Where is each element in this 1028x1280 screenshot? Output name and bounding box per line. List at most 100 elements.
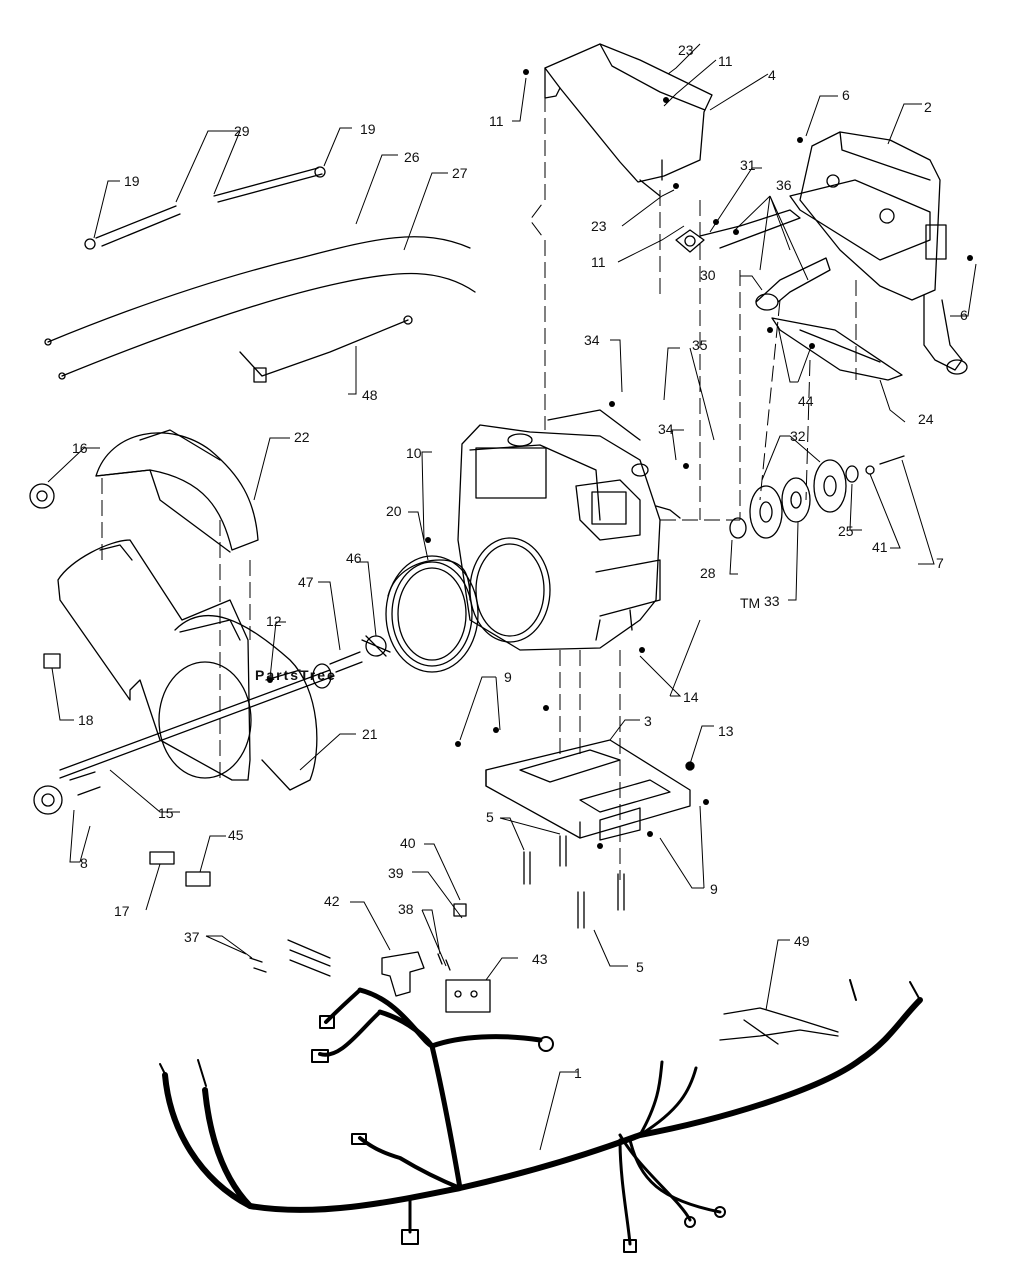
callout-7: 7: [936, 555, 944, 571]
callout-48: 48: [362, 387, 378, 403]
part-38-terminal: [437, 953, 451, 971]
callout-37: 37: [184, 929, 200, 945]
callout-labels: 11 23 11 4 6 2 6 23 11 31 36 30 34 35 44…: [72, 42, 968, 1081]
part-33-pulley: [781, 477, 811, 523]
callout-41: 41: [872, 539, 888, 555]
callout-18: 18: [78, 712, 94, 728]
callout-15: 15: [158, 805, 174, 821]
callout-1: 1: [574, 1065, 582, 1081]
callout-38: 38: [398, 901, 414, 917]
part-4-upper-shroud: [544, 43, 713, 197]
callout-13: 13: [718, 723, 734, 739]
part-15-shaft: [59, 669, 335, 779]
part-29-tube: [84, 166, 326, 250]
callout-24: 24: [918, 411, 934, 427]
part-1-wiring-harness: [159, 979, 923, 1253]
part-20-flywheel-screen: [385, 555, 479, 673]
callout-33: 33: [764, 593, 780, 609]
callout-25: 25: [838, 523, 854, 539]
callout-32: 32: [790, 428, 806, 444]
watermark-text: PartsTree: [255, 667, 337, 683]
callout-10: 10: [406, 445, 422, 461]
callout-23-a: 23: [678, 42, 694, 58]
part-2-muffler-cover: [789, 131, 968, 375]
part-27-cable: [58, 272, 476, 380]
callout-20: 20: [386, 503, 402, 519]
part-47-bolts: [329, 651, 363, 673]
callout-47: 47: [298, 574, 314, 590]
part-8-pulley: [33, 771, 101, 815]
callout-23-b: 23: [591, 218, 607, 234]
part-30-gasket: [755, 257, 831, 311]
callout-36: 36: [776, 177, 792, 193]
watermark-trademark: TM: [740, 595, 760, 611]
callout-35: 35: [692, 337, 708, 353]
callout-34-b: 34: [658, 421, 674, 437]
callout-5-b: 5: [636, 959, 644, 975]
callout-26: 26: [404, 149, 420, 165]
part-24-heat-shield: [771, 317, 903, 381]
callout-6-a: 6: [842, 87, 850, 103]
part-16-knob: [29, 483, 55, 509]
callout-11-b: 11: [718, 53, 733, 69]
callout-11-a: 11: [489, 113, 504, 129]
alignment-lines: [101, 96, 857, 880]
part-41-lockwasher: [865, 465, 875, 475]
callout-45: 45: [228, 827, 244, 843]
callout-4: 4: [768, 67, 776, 83]
part-45-connector: [185, 871, 211, 887]
callout-21: 21: [362, 726, 378, 742]
callout-28: 28: [700, 565, 716, 581]
callout-17: 17: [114, 903, 130, 919]
callout-44: 44: [798, 393, 814, 409]
part-46-hub: [361, 635, 391, 657]
callout-5-a: 5: [486, 809, 494, 825]
part-48-wire: [239, 315, 413, 383]
part-31-gasket: [675, 209, 801, 253]
callout-40: 40: [400, 835, 416, 851]
part-28-bushing: [729, 517, 747, 539]
callout-49: 49: [794, 933, 810, 949]
leader-lines: [47, 43, 977, 1151]
callout-2: 2: [924, 99, 932, 115]
callout-31: 31: [740, 157, 756, 173]
callout-39: 39: [388, 865, 404, 881]
callout-3: 3: [644, 713, 652, 729]
part-17-connector: [149, 851, 175, 865]
callout-12: 12: [266, 613, 282, 629]
callout-22: 22: [294, 429, 310, 445]
callout-42: 42: [324, 893, 340, 909]
part-37-wire-ends: [249, 939, 331, 977]
engine-block: [457, 409, 681, 651]
callout-6-b: 6: [960, 307, 968, 323]
callout-34-a: 34: [584, 332, 600, 348]
callout-14: 14: [683, 689, 699, 705]
callout-9-a: 9: [504, 669, 512, 685]
callout-27: 27: [452, 165, 468, 181]
part-42-boot: [381, 951, 425, 997]
callout-11-c: 11: [591, 254, 606, 270]
part-22-blower-cover: [95, 429, 259, 553]
part-43-switch-block: [445, 979, 491, 1013]
callout-16: 16: [72, 440, 88, 456]
part-5-bolts: [523, 835, 625, 929]
callout-46: 46: [346, 550, 362, 566]
part-49-harness: [719, 1007, 839, 1045]
callout-29: 29: [234, 123, 250, 139]
part-26-cable: [44, 236, 471, 346]
hardware-bolts: [267, 69, 973, 849]
part-25-washer: [845, 465, 859, 483]
part-18-clip: [43, 653, 61, 669]
callout-30: 30: [700, 267, 716, 283]
callout-9-b: 9: [710, 881, 718, 897]
part-32-pulley: [749, 459, 847, 539]
part-7-bolt: [879, 455, 905, 465]
callout-8: 8: [80, 855, 88, 871]
callout-43: 43: [532, 951, 548, 967]
callout-19-a: 19: [360, 121, 376, 137]
part-21-blower-housing: [57, 539, 318, 791]
callout-19-b: 19: [124, 173, 140, 189]
part-3-base-plate: [485, 739, 691, 841]
part-13-nut: [685, 761, 695, 771]
